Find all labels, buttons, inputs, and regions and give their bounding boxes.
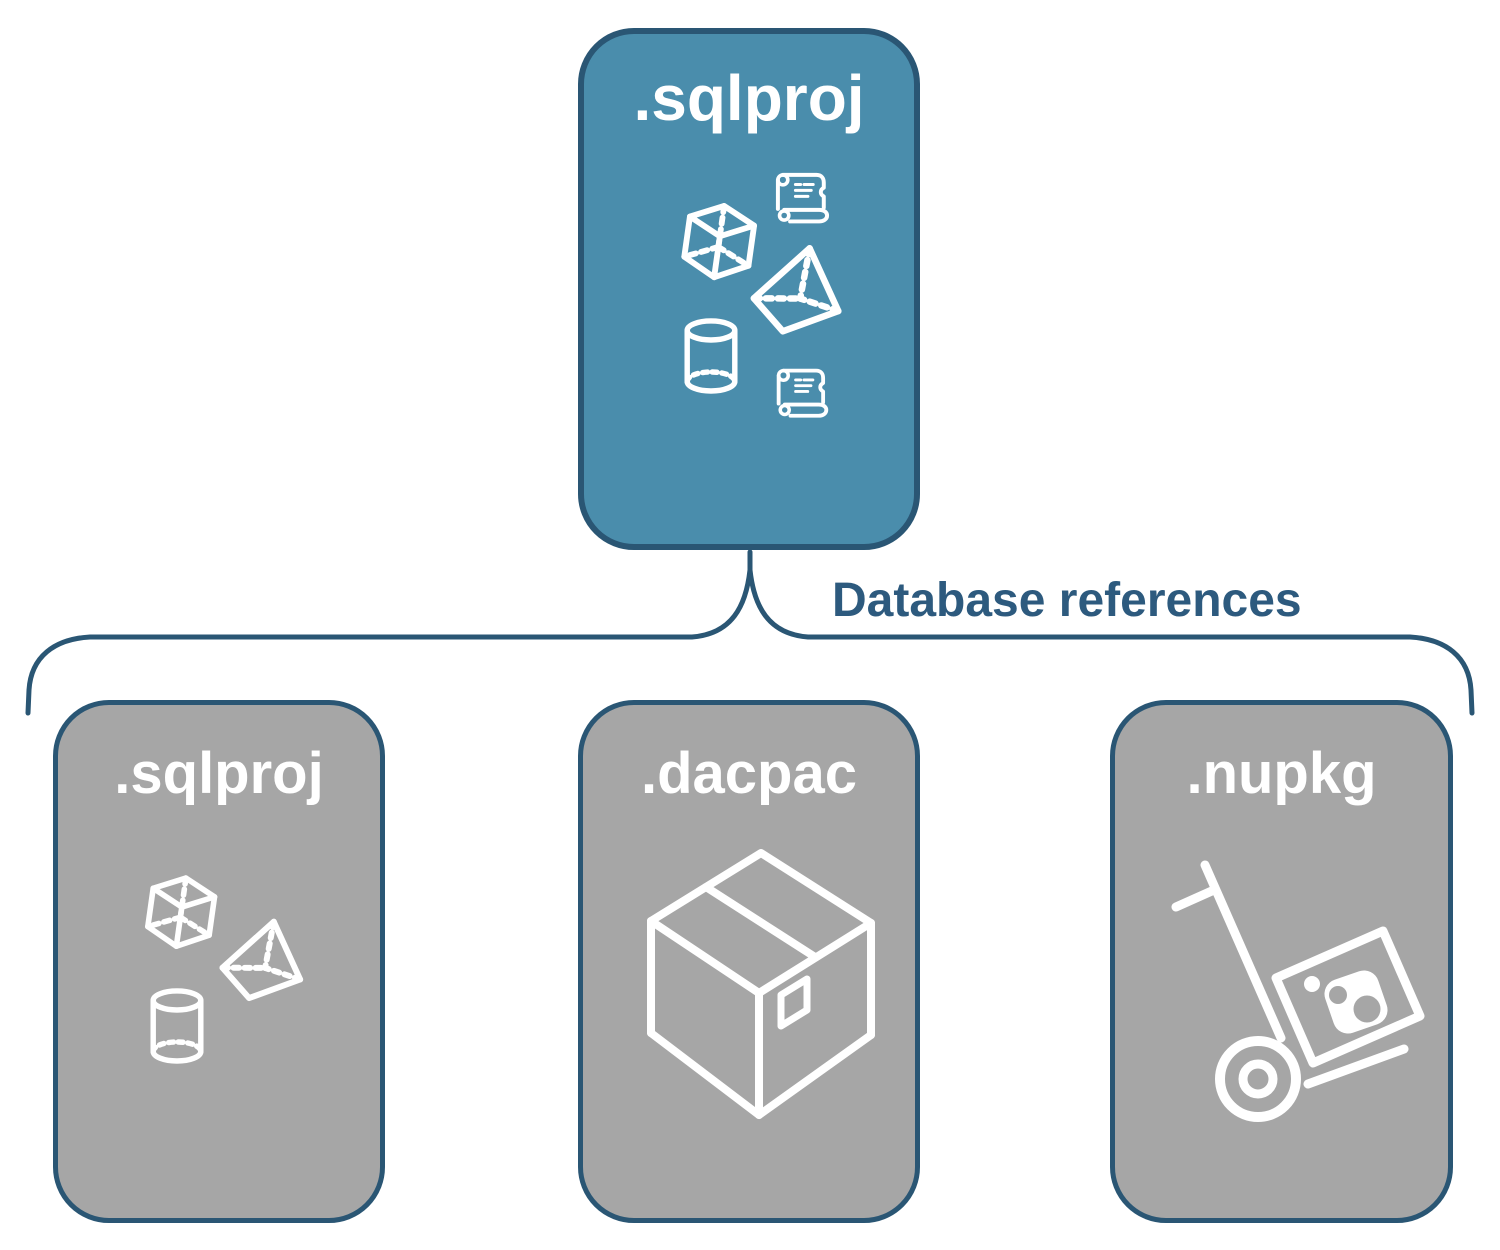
cube-icon: [138, 868, 224, 958]
root-node-label: .sqlproj: [633, 62, 865, 134]
cylinder-icon: [677, 314, 745, 400]
pyramid-icon: [747, 241, 851, 341]
child-node-nupkg: .nupkg: [1110, 700, 1453, 1223]
cylinder-icon: [143, 986, 211, 1068]
cube-icon: [674, 194, 764, 291]
child-node-label: .nupkg: [1186, 741, 1377, 806]
connector-label: Database references: [832, 574, 1302, 627]
child-node-label: .dacpac: [641, 741, 857, 806]
package-box-icon: [641, 843, 881, 1128]
child-node-sqlproj: .sqlproj: [53, 700, 385, 1223]
child-node-label: .sqlproj: [114, 741, 324, 806]
child-node-dacpac: .dacpac: [578, 700, 920, 1223]
hand-truck-nuget-icon: [1168, 858, 1428, 1130]
scroll-icon: [769, 169, 835, 229]
pyramid-icon: [213, 915, 315, 1007]
scroll-icon: [770, 365, 834, 423]
root-node-sqlproj: .sqlproj: [578, 28, 920, 550]
